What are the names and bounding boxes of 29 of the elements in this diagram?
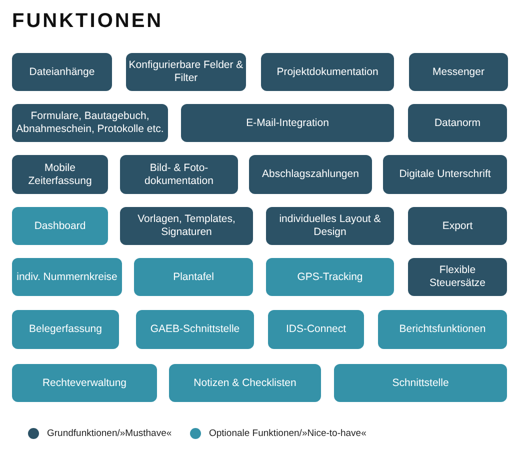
feature-box: Bild- & Foto-dokumentation: [120, 155, 238, 194]
feature-box: Digitale Unterschrift: [383, 155, 507, 194]
legend-label: Optionale Funktionen/»Nice-to-have«: [209, 428, 366, 439]
feature-box: Formulare, Bautagebuch, Abnahmeschein, Protokolle etc.: [12, 104, 168, 142]
feature-box: Flexible Steuersätze: [408, 258, 507, 296]
feature-box: Dateianhänge: [12, 53, 112, 91]
feature-box: indiv. Nummernkreise: [12, 258, 122, 296]
feature-box: IDS-Connect: [268, 310, 364, 349]
feature-box: individuelles Layout & Design: [266, 207, 394, 245]
feature-box: Vorlagen, Templates, Signaturen: [120, 207, 253, 245]
feature-box: Abschlagszahlungen: [249, 155, 372, 194]
feature-box: GPS-Tracking: [266, 258, 394, 296]
feature-box: Rechteverwaltung: [12, 364, 157, 402]
feature-box: Notizen & Checklisten: [169, 364, 321, 402]
feature-box: Mobile Zeiterfassung: [12, 155, 108, 194]
feature-box: Konfigurierbare Felder & Filter: [126, 53, 246, 91]
feature-box: Messenger: [409, 53, 508, 91]
feature-box: Projektdokumentation: [261, 53, 394, 91]
feature-box: Datanorm: [408, 104, 507, 142]
feature-box: Berichtsfunktionen: [378, 310, 507, 349]
feature-box: Dashboard: [12, 207, 108, 245]
feature-box: Belegerfassung: [12, 310, 119, 349]
feature-box: Plantafel: [134, 258, 253, 296]
heading: FUNKTIONEN: [12, 10, 164, 33]
feature-box: Export: [408, 207, 507, 245]
feature-box: E-Mail-Integration: [181, 104, 394, 142]
legend-label: Grundfunktionen/»Musthave«: [47, 428, 172, 439]
feature-box: Schnittstelle: [334, 364, 507, 402]
feature-box: GAEB-Schnittstelle: [136, 310, 254, 349]
